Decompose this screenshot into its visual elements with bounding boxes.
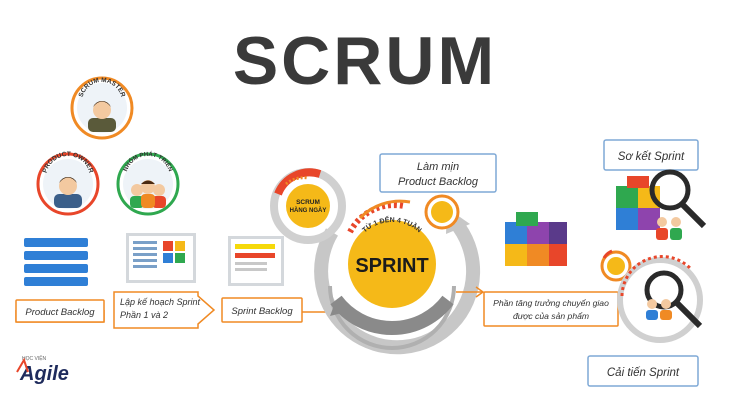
increment-step[interactable]: Phần tăng trưởng chuyển giao được của sả…: [483, 291, 619, 327]
daily-scrum: SCRUM HÀNG NGÀY: [270, 168, 346, 244]
sprint-backlog-label: Sprint Backlog: [231, 306, 293, 317]
sprint-retro-step[interactable]: Cải tiến Sprint: [587, 355, 699, 387]
daily-scrum-label-line2: HÀNG NGÀY: [290, 207, 327, 214]
product-backlog-step[interactable]: Product Backlog: [15, 299, 105, 323]
refinement-step[interactable]: Làm mịn Product Backlog: [379, 153, 497, 230]
logo-small-text: HỌC VIỆN: [22, 354, 47, 362]
sprint-planning-step[interactable]: Lập kế hoạch Sprint Phần 1 và 2: [113, 291, 216, 329]
planning-label-line2: Phần 1 và 2: [120, 310, 168, 320]
scrum-master-avatar-icon: [88, 101, 116, 132]
sprint-retro-label: Cải tiến Sprint: [607, 367, 680, 379]
sprint-planning-icon: [126, 233, 196, 283]
product-owner-role: PRODUCT OWNER: [36, 151, 100, 216]
agile-logo: HỌC VIỆN Agile: [16, 354, 69, 385]
product-backlog-label: Product Backlog: [25, 307, 95, 318]
product-backlog-icon: [24, 238, 88, 286]
refinement-label-line2: Product Backlog: [398, 176, 479, 188]
increment-label-line2: được của sản phẩm: [513, 311, 589, 321]
planning-label-line1: Lập kế hoạch Sprint: [120, 297, 201, 307]
product-owner-avatar-icon: [54, 177, 82, 208]
flow-line-right: [456, 286, 485, 298]
refinement-label-line1: Làm mịn: [417, 161, 459, 173]
sprint-review-step[interactable]: Sơ kết Sprint: [603, 139, 699, 171]
development-team-avatar-icon: [130, 180, 166, 208]
sprint-backlog-icon: [228, 236, 284, 286]
sprint-retro-icon: [600, 249, 703, 343]
daily-scrum-label-line1: SCRUM: [296, 199, 320, 206]
sprint-review-icon: [616, 169, 707, 240]
product-increment-icon: [505, 212, 567, 266]
increment-label-line1: Phần tăng trưởng chuyển giao: [493, 298, 609, 308]
sprint-backlog-step[interactable]: Sprint Backlog: [221, 297, 326, 323]
sprint-review-label: Sơ kết Sprint: [618, 151, 685, 163]
page-title: SCRUM: [232, 23, 498, 99]
sprint-center-label: SPRINT: [355, 255, 428, 277]
development-team-role: NHÓM PHÁT TRIỂN: [116, 151, 180, 216]
logo-main-text: Agile: [19, 363, 69, 385]
scrum-master-role: SCRUM MASTER: [70, 76, 134, 140]
